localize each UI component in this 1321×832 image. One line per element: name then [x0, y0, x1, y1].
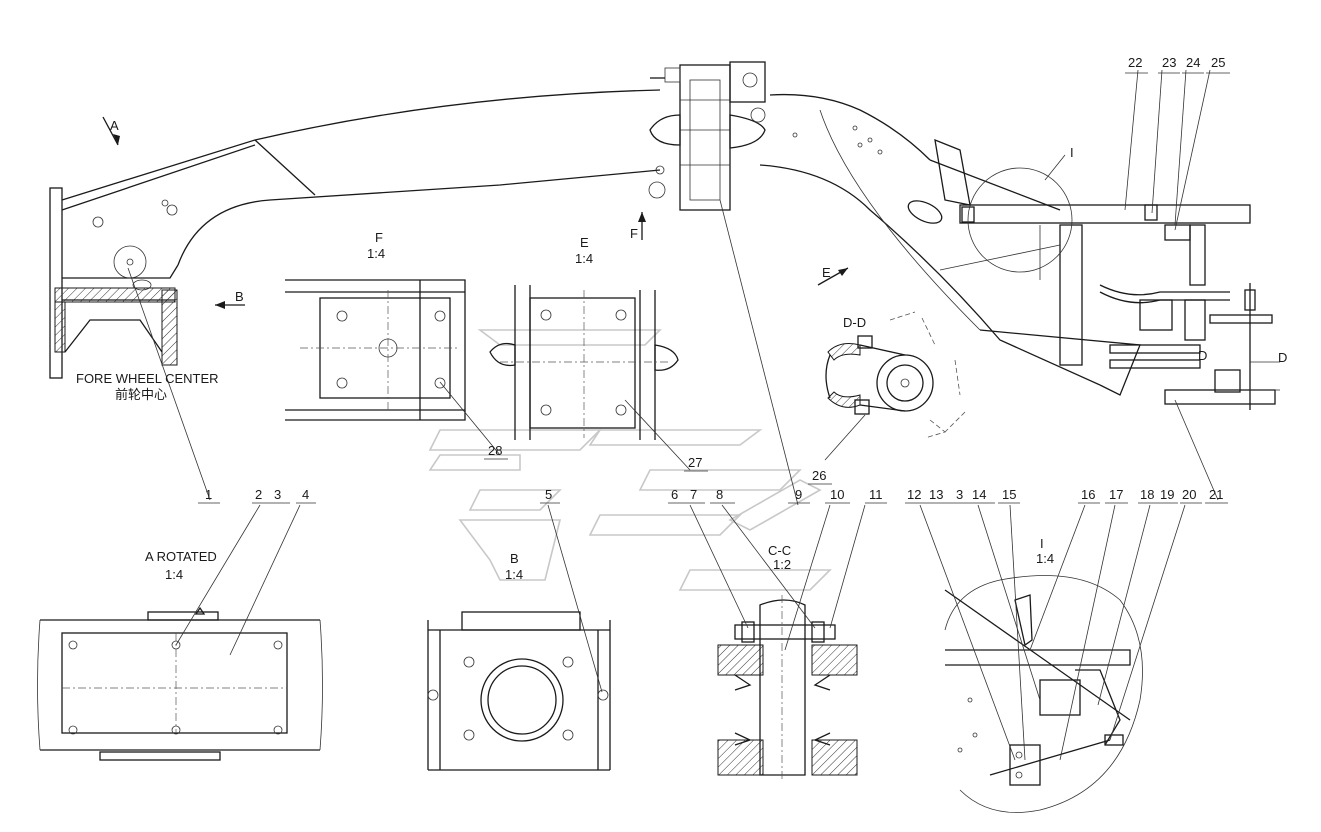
view-e-scale: 1:4: [575, 251, 593, 266]
view-a-rotated: [37, 606, 323, 761]
detail-circle-i: [967, 167, 1073, 273]
view-f: [285, 279, 466, 421]
view-cc-title: C-C: [768, 543, 791, 558]
balloon-25: 25: [1211, 55, 1225, 70]
balloon-21: 21: [1209, 487, 1223, 502]
balloon-4: 4: [302, 487, 309, 502]
balloon-19: 19: [1160, 487, 1174, 502]
balloon-7: 7: [690, 487, 697, 502]
view-i-scale: 1:4: [1036, 551, 1054, 566]
balloon-12: 12: [907, 487, 921, 502]
view-i-title: I: [1040, 536, 1044, 551]
main-frame-view: [49, 61, 1280, 410]
balloon-1: 1: [205, 487, 212, 502]
balloon-17: 17: [1109, 487, 1123, 502]
section-d-right-label: D: [1278, 350, 1287, 365]
balloon-9: 9: [795, 487, 802, 502]
balloon-6: 6: [671, 487, 678, 502]
balloon-16: 16: [1081, 487, 1095, 502]
section-dd-title: D-D: [843, 315, 866, 330]
balloon-5: 5: [545, 487, 552, 502]
balloon-10: 10: [830, 487, 844, 502]
balloon-3b: 3: [956, 487, 963, 502]
balloon-13: 13: [929, 487, 943, 502]
balloon-2: 2: [255, 487, 262, 502]
leader-lines: [102, 69, 1219, 761]
fore-wheel-center-cn-label: 前轮中心: [115, 387, 167, 402]
view-titles: F 1:4 E 1:4 A ROTATED 1:4 B 1:4 C-C 1:2 …: [76, 118, 1287, 582]
balloon-15: 15: [1002, 487, 1016, 502]
view-f-scale: 1:4: [367, 246, 385, 261]
view-e: [489, 285, 679, 440]
balloon-24: 24: [1186, 55, 1200, 70]
view-cc-scale: 1:2: [773, 557, 791, 572]
balloon-labels: 1 2 3 4 5 6 7 8 9 10 11 12 13 3 14 15 16…: [198, 55, 1230, 504]
balloon-20: 20: [1182, 487, 1196, 502]
balloon-18: 18: [1140, 487, 1154, 502]
section-cc-view: [717, 595, 858, 780]
balloon-11: 11: [869, 487, 883, 502]
view-b-arrow-label: B: [235, 289, 244, 304]
watermark: [428, 329, 832, 591]
view-a-rotated-scale: 1:4: [165, 567, 183, 582]
balloon-26: 26: [812, 468, 826, 483]
view-f-title: F: [375, 230, 383, 245]
view-b: [427, 611, 611, 771]
view-e-title: E: [580, 235, 589, 250]
suspension-block: [679, 64, 731, 211]
balloon-23: 23: [1162, 55, 1176, 70]
balloon-3: 3: [274, 487, 281, 502]
detail-i-view: [944, 575, 1143, 813]
view-i-marker-label: I: [1070, 145, 1074, 160]
view-a-rotated-title: A ROTATED: [145, 549, 217, 564]
balloon-27: 27: [688, 455, 702, 470]
section-d-left-label: D: [1198, 348, 1207, 363]
view-a-arrow-label: A: [110, 118, 119, 133]
section-dd-view: [825, 311, 966, 439]
view-f-arrow-label: F: [630, 226, 638, 241]
view-b-scale: 1:4: [505, 567, 523, 582]
balloon-8: 8: [716, 487, 723, 502]
balloon-22: 22: [1128, 55, 1142, 70]
fore-wheel-center-label: FORE WHEEL CENTER: [76, 371, 219, 386]
view-b-title: B: [510, 551, 519, 566]
balloon-28: 28: [488, 443, 502, 458]
balloon-14: 14: [972, 487, 986, 502]
mounting-plate: [49, 187, 63, 379]
view-e-arrow-label: E: [822, 265, 831, 280]
